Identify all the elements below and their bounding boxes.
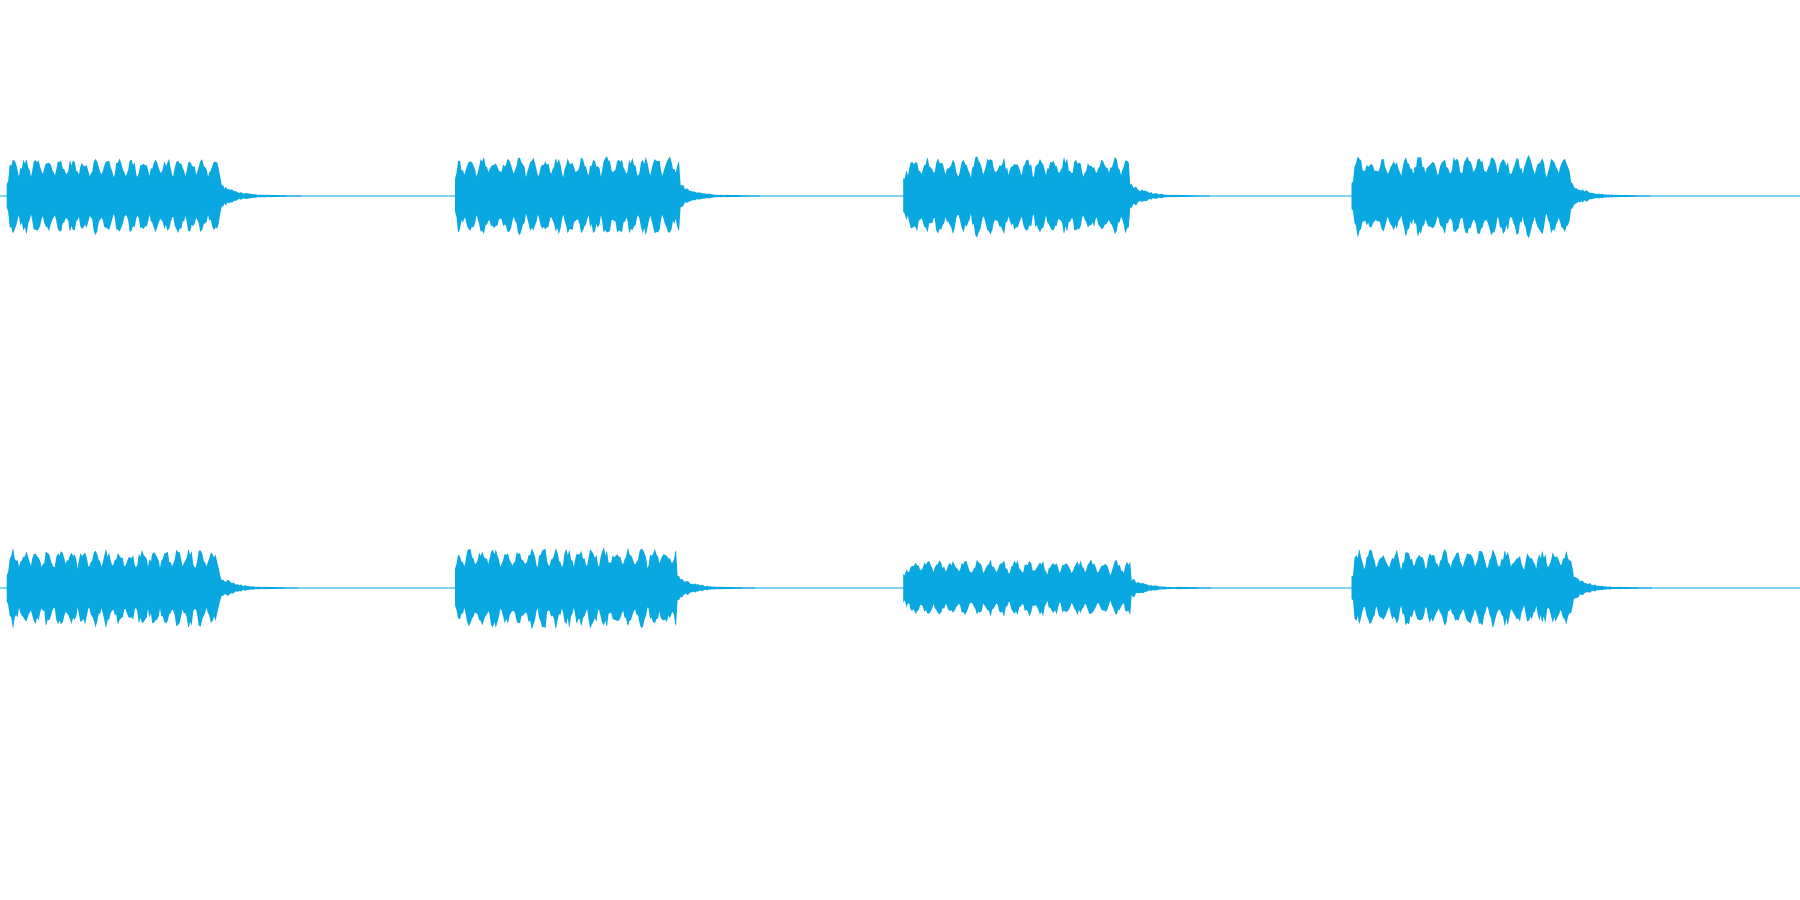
left-segment-3 — [903, 156, 1210, 238]
right-segment-4 — [1351, 549, 1653, 628]
left-segment-4 — [1351, 154, 1651, 238]
channel-right — [0, 546, 1800, 630]
right-segment-3 — [903, 559, 1212, 617]
left-segment-2 — [455, 156, 761, 236]
left-segment-1 — [6, 158, 302, 236]
channel-left — [0, 154, 1800, 238]
right-segment-1 — [6, 548, 299, 628]
right-segment-2 — [455, 546, 756, 630]
